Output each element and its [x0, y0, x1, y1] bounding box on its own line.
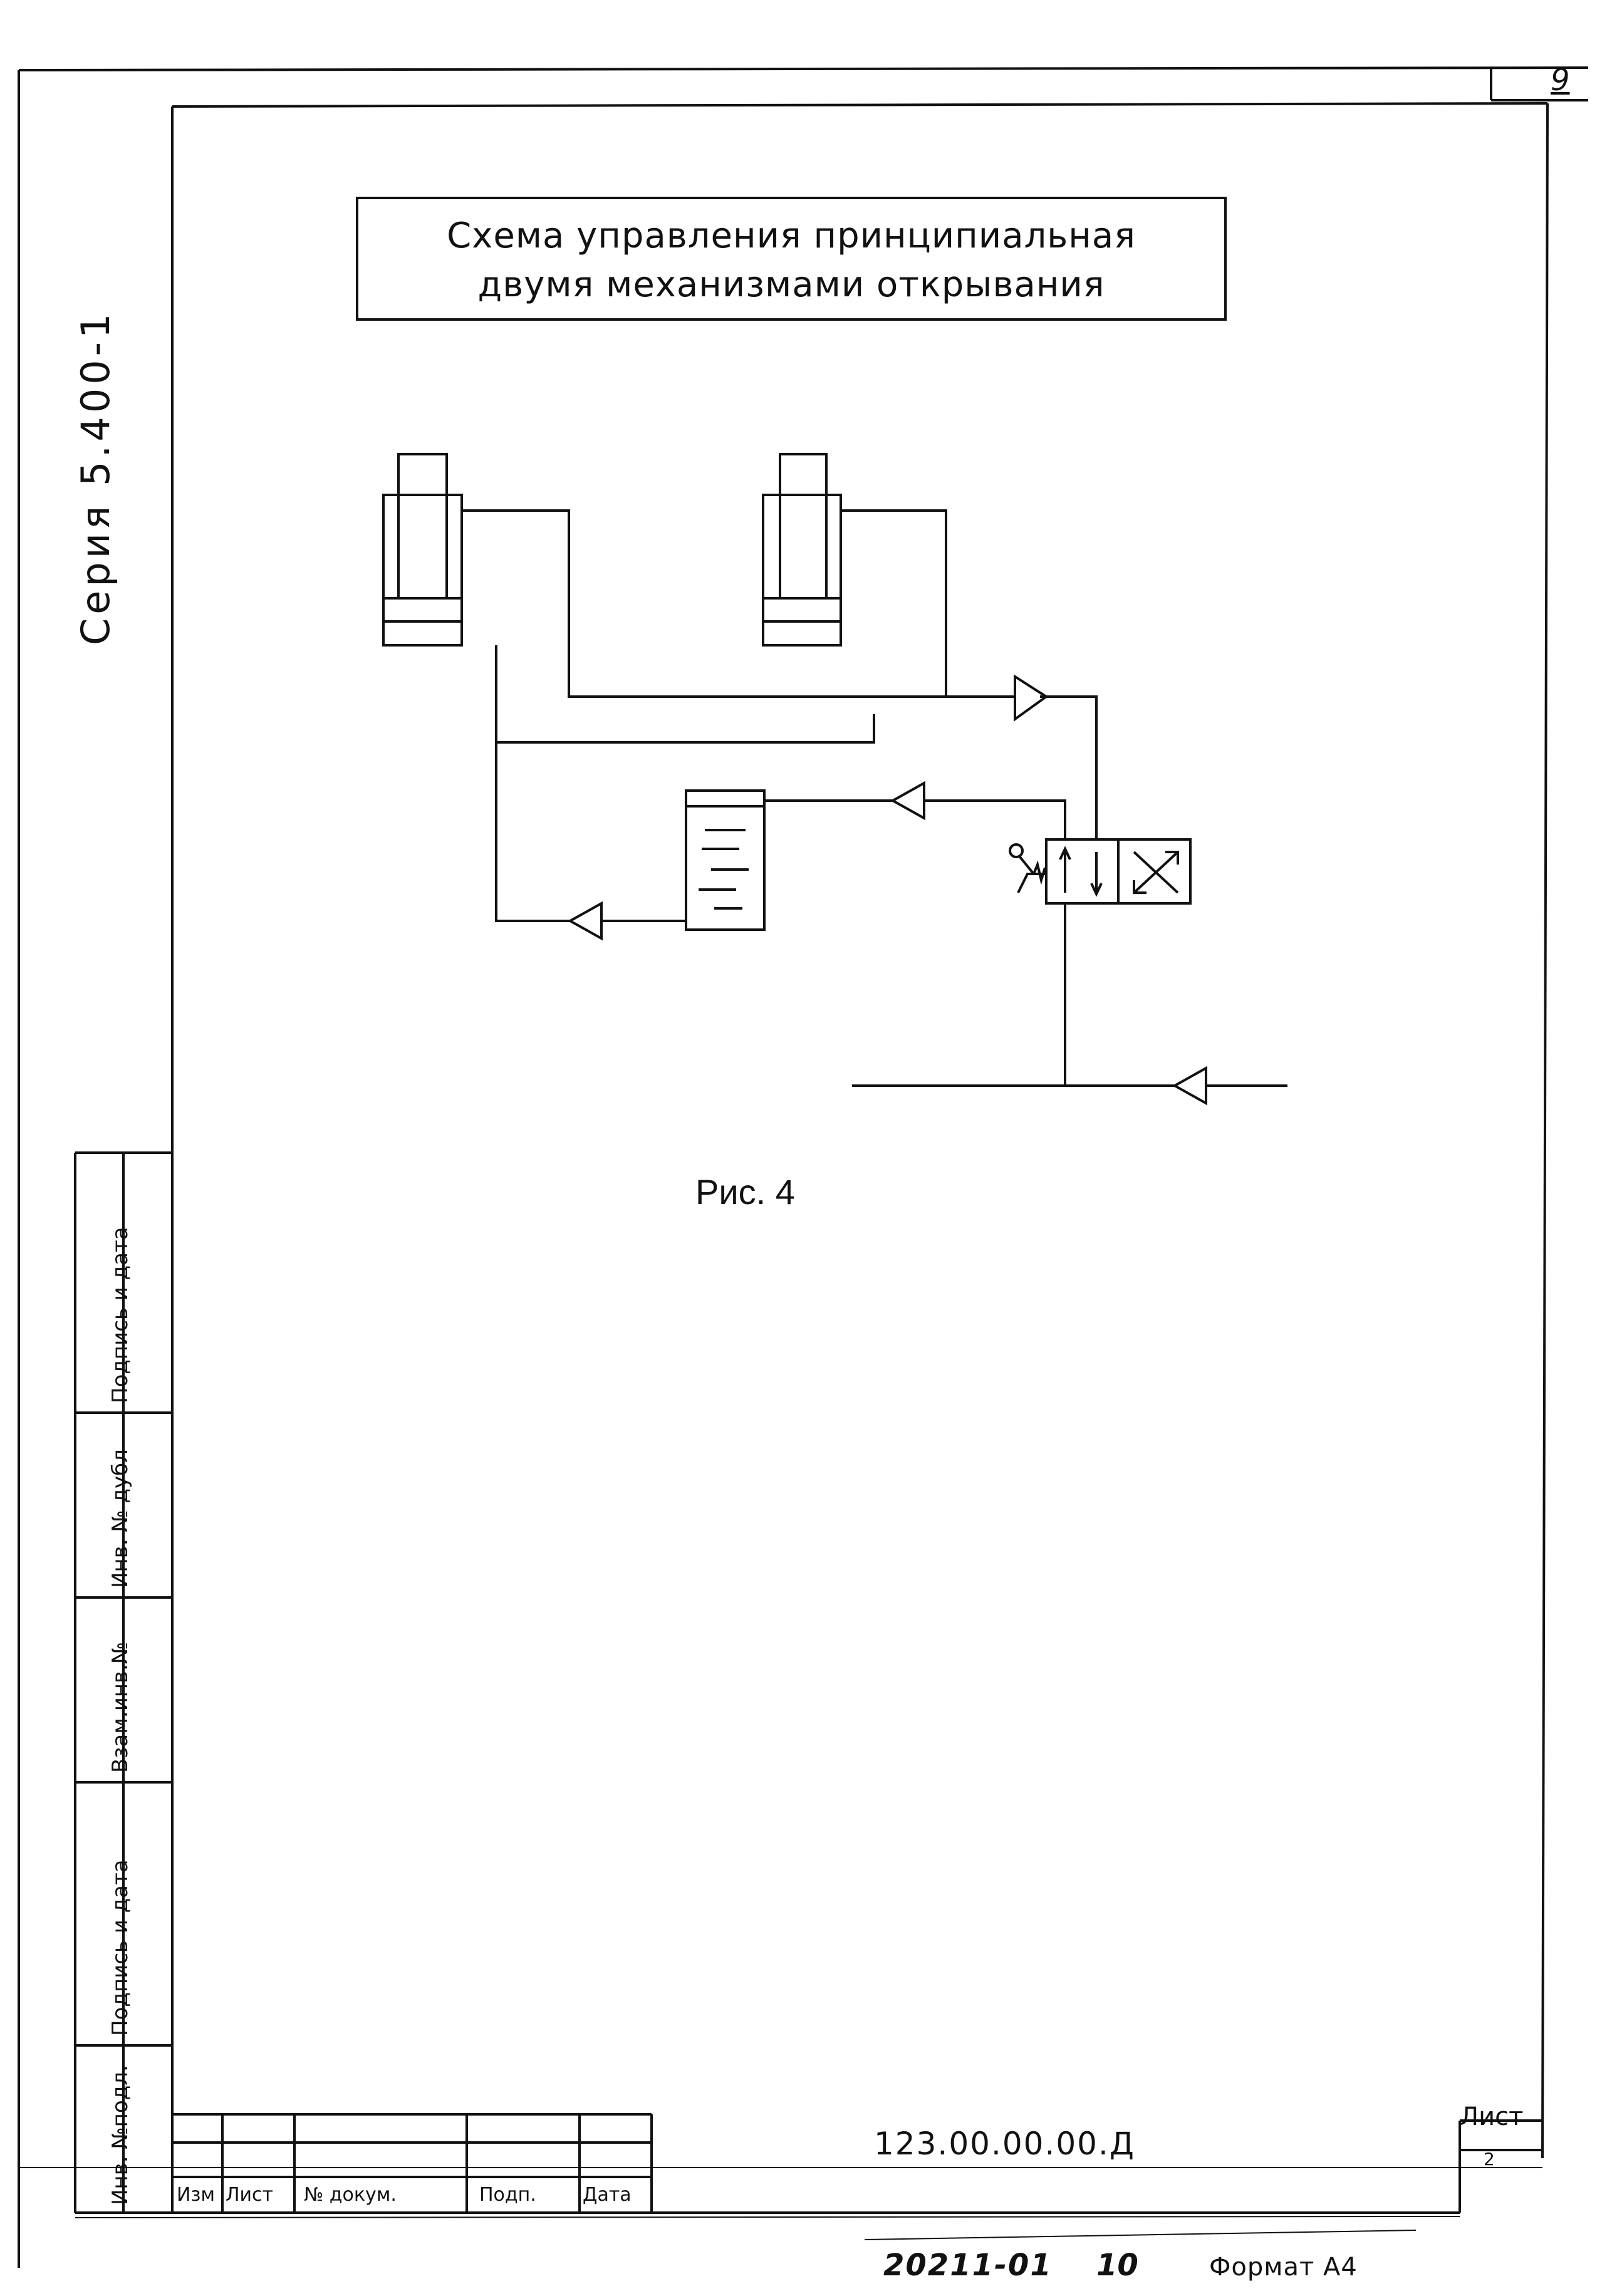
tb-col-izm: Изм: [177, 2184, 216, 2206]
hydraulic-cylinder-right: [762, 453, 842, 647]
series-label: Серия 5.400-1: [73, 309, 118, 645]
reservoir-tank: [685, 789, 766, 931]
check-valve-3: [567, 901, 603, 941]
frame-bottom-shadow: [75, 2216, 1460, 2218]
check-valve-2: [890, 781, 925, 821]
return-line-left: [495, 645, 570, 922]
line-crossing: [496, 714, 875, 744]
frame-right: [1541, 103, 1549, 2159]
hydraulic-schematic: [382, 453, 1287, 1106]
title-line-1: Схема управления принципиальная: [447, 216, 1136, 256]
footer-code: 20211-01: [883, 2248, 1053, 2283]
document-code: 123.00.00.00.Д: [874, 2126, 1135, 2162]
side-inv-podl: Инв. №подл.: [108, 2065, 133, 2205]
directional-control-valve: [1009, 838, 1192, 905]
side-inv-dubl: Инв. № дубл: [108, 1449, 133, 1588]
valve-supply-line: [1040, 695, 1098, 839]
side-sign-date-1: Подпись и дата: [108, 1227, 133, 1403]
tb-col-date: Дата: [583, 2184, 632, 2206]
frame-top: [172, 102, 1548, 108]
footer-copy: 10: [1096, 2248, 1138, 2283]
tb-col-podp: Подп.: [479, 2184, 536, 2206]
sheet-label: Лист: [1460, 2102, 1524, 2131]
check-valve-1: [1014, 674, 1049, 722]
cylinder-right-top-line: [841, 509, 947, 697]
title-line-2: двумя механизмами открывания: [477, 264, 1105, 305]
hydraulic-cylinder-left: [382, 453, 463, 647]
sheet-value: 2: [1484, 2149, 1495, 2169]
top-outer-border: [18, 66, 1589, 71]
side-sign-date-2: Подпись и дата: [108, 1859, 133, 2036]
title-box: Схема управления принципиальная двумя ме…: [356, 197, 1227, 321]
pressure-line: [462, 509, 946, 698]
footer-format: Формат А4: [1209, 2253, 1358, 2282]
figure-caption: Рис. 4: [695, 1172, 795, 1212]
tb-col-doc: № докум.: [304, 2184, 397, 2206]
page-number: 9: [1551, 63, 1570, 98]
side-vzam-inv: Взам.инв.№: [108, 1641, 133, 1773]
tb-col-list: Лист: [226, 2184, 274, 2206]
check-valve-4: [1172, 1066, 1207, 1106]
